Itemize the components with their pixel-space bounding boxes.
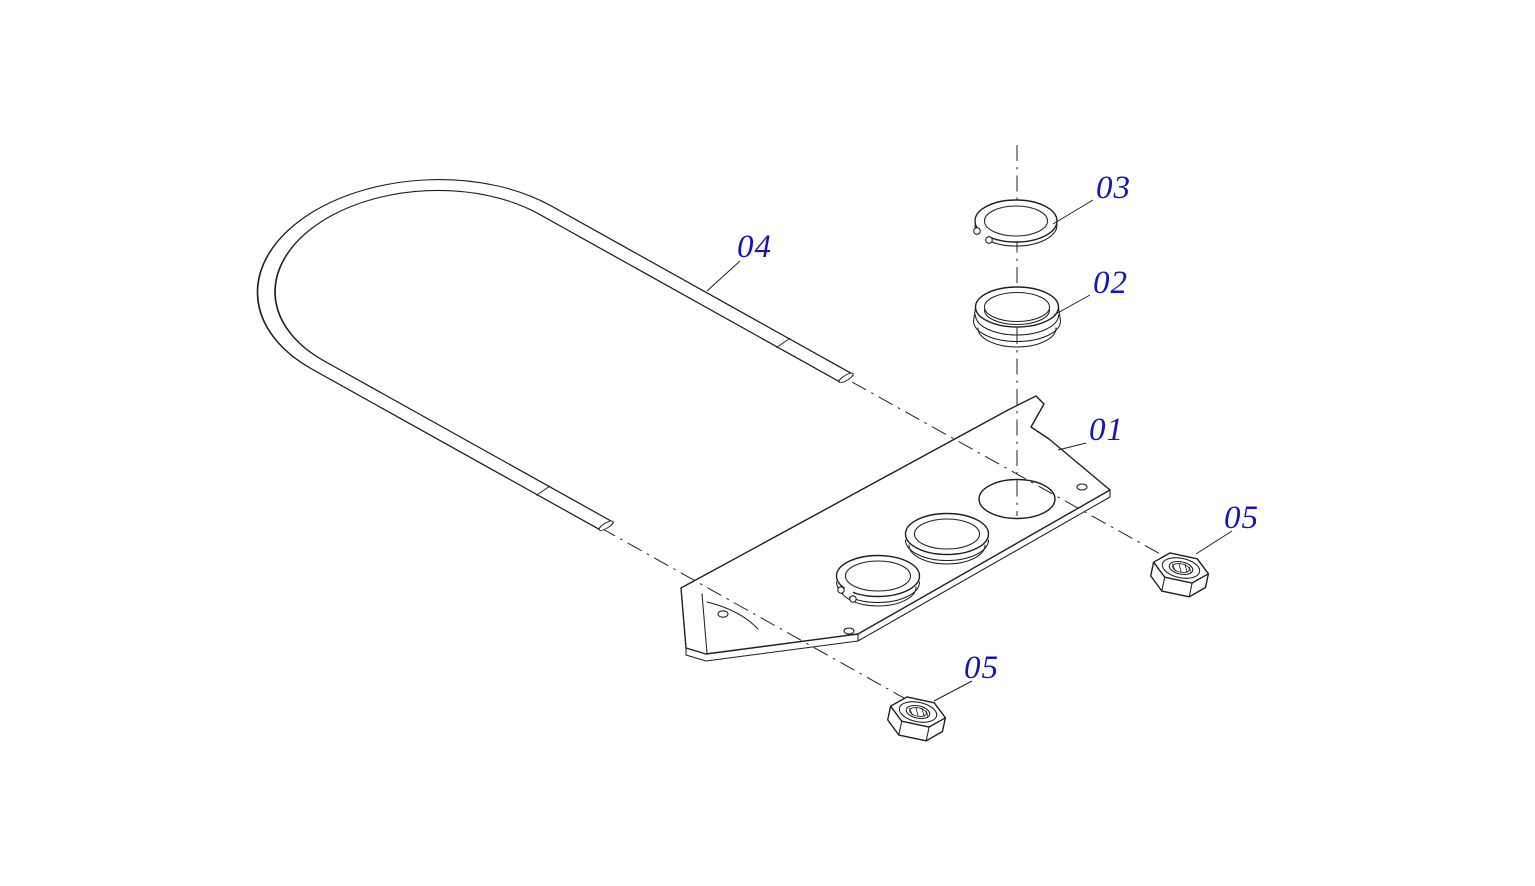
grommet-side-edge xyxy=(972,307,977,322)
callout-label-05-right[interactable]: 05 xyxy=(1224,500,1259,536)
leader-line-03 xyxy=(1052,199,1094,225)
grommet-part xyxy=(972,286,1062,348)
retaining-ring-ear xyxy=(985,236,993,244)
u-bolt-end-cap xyxy=(838,372,854,384)
retaining-ring-part xyxy=(973,199,1058,247)
lock-nut-right-part xyxy=(1147,549,1212,601)
grommet-inner-rim xyxy=(983,291,1051,323)
retaining-ring-ear xyxy=(849,595,857,603)
thread-mark xyxy=(536,485,551,496)
grommet-outer-rim xyxy=(974,286,1060,328)
leader-line-05-right xyxy=(1195,530,1233,555)
callout-label-04[interactable]: 04 xyxy=(737,229,772,265)
plate-small-hole xyxy=(843,627,855,635)
callout-label-01[interactable]: 01 xyxy=(1089,412,1124,448)
grommet-flange-arc xyxy=(977,327,1057,348)
mounting-plate-part xyxy=(680,395,1111,662)
plate-small-hole xyxy=(717,610,729,618)
installed-grommet-left xyxy=(835,554,921,607)
callout-label-05-bottom[interactable]: 05 xyxy=(964,650,999,686)
grommet-side-edge xyxy=(1057,307,1062,322)
callout-label-02[interactable]: 02 xyxy=(1093,265,1128,301)
leader-line-02 xyxy=(1053,294,1091,316)
grommet-flange-arc xyxy=(974,314,1060,336)
callout-label-03[interactable]: 03 xyxy=(1096,170,1131,206)
plate-thickness-edge xyxy=(685,489,1111,662)
u-bolt-tube-fill xyxy=(258,180,852,530)
plate-outline xyxy=(680,395,1111,655)
plate-small-hole xyxy=(1076,483,1088,491)
leader-line-05-bottom xyxy=(933,680,973,702)
leader-line-01 xyxy=(1057,442,1087,451)
retaining-ring-ear xyxy=(973,227,981,235)
lock-nut-bottom-part xyxy=(884,693,949,745)
plate-bend-fillet xyxy=(706,601,759,630)
installed-grommet-middle xyxy=(904,512,990,565)
retaining-ring-outer xyxy=(974,199,1058,243)
u-bolt-end-cap xyxy=(598,520,614,531)
plate-large-hole xyxy=(978,478,1056,520)
u-bolt-part xyxy=(256,179,854,531)
leader-line-04 xyxy=(706,260,741,292)
retaining-ring-inner xyxy=(983,205,1049,237)
thread-mark xyxy=(775,337,791,348)
plate-flange-fold xyxy=(701,593,708,654)
grommet-bore-depth xyxy=(983,309,1051,326)
retaining-ring-ear xyxy=(837,586,845,594)
